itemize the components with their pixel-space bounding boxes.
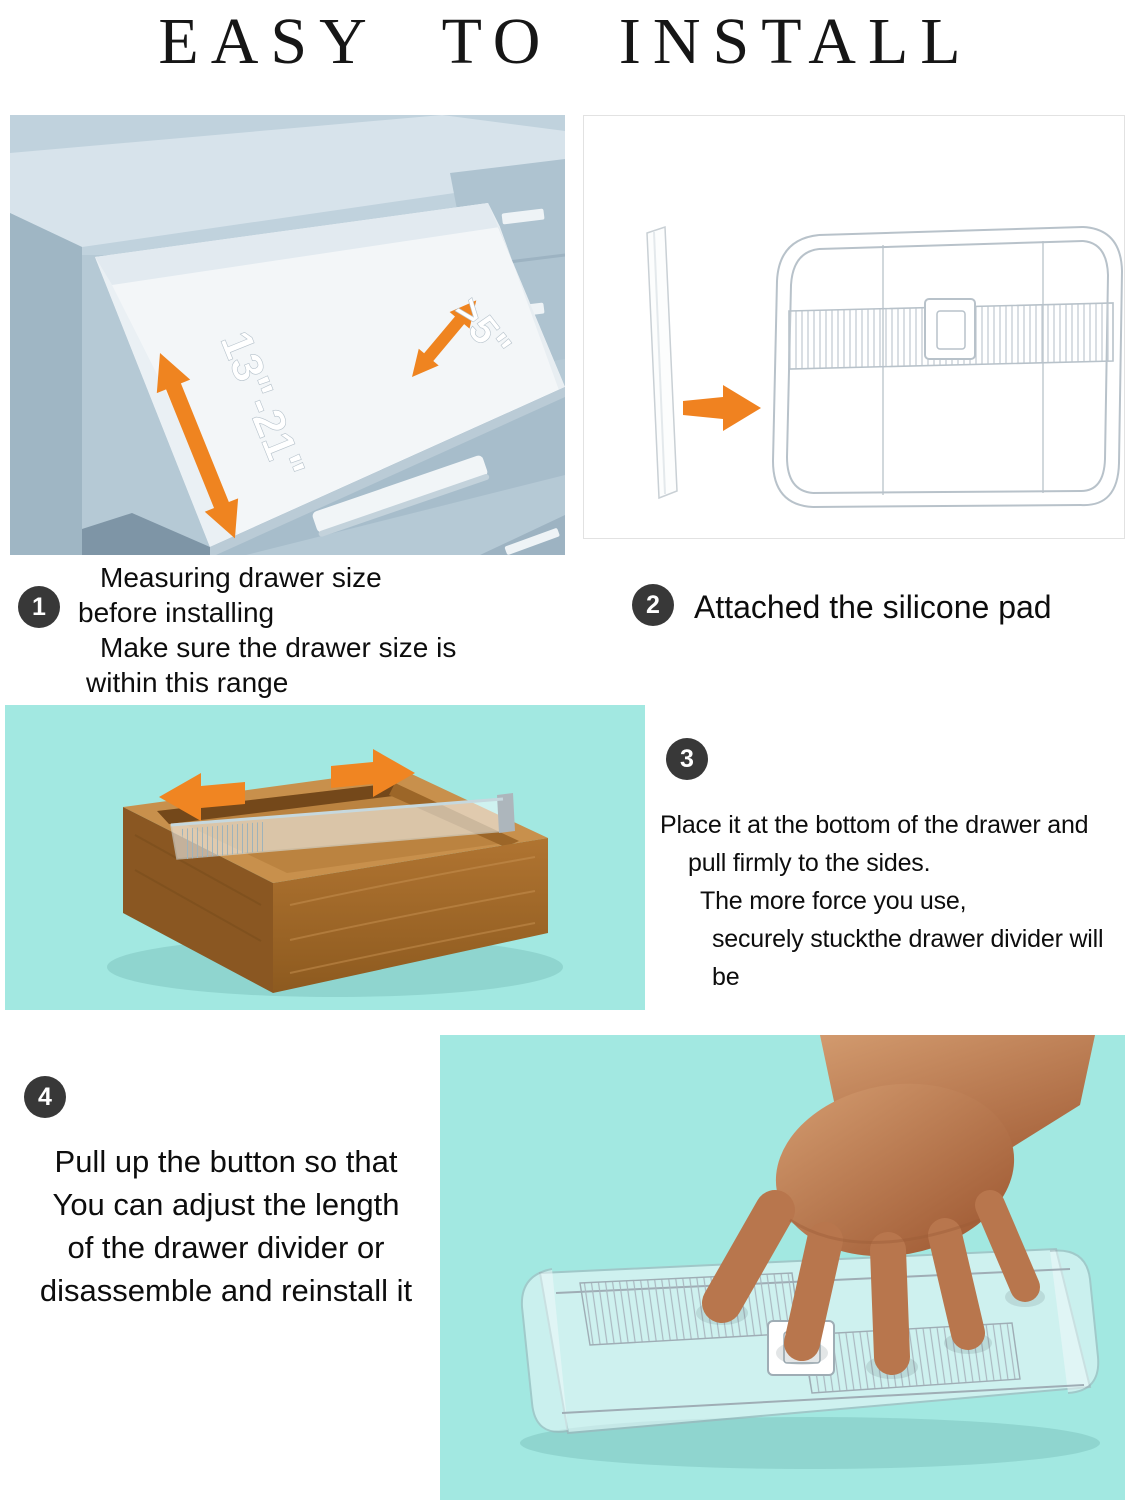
hand-art bbox=[440, 1035, 1125, 1500]
text-line: before installing bbox=[78, 597, 275, 628]
drawer-measure-photo: 13"-21" >5" bbox=[10, 115, 565, 555]
insert-arrow bbox=[683, 385, 761, 431]
step-3-number: 3 bbox=[666, 738, 708, 780]
latch-button bbox=[924, 298, 976, 360]
text-line: of the drawer divider or bbox=[67, 1230, 385, 1265]
pull-right-arrow bbox=[331, 749, 415, 797]
step-4-number: 4 bbox=[24, 1076, 66, 1118]
silicone-pad bbox=[646, 225, 678, 500]
height-arrow bbox=[412, 300, 477, 377]
step-3-text: Place it at the bottom of the drawer and… bbox=[660, 806, 1130, 996]
step-2-number: 2 bbox=[632, 584, 674, 626]
step-1-text: Measuring drawer size before installing … bbox=[78, 560, 456, 700]
wood-drawer-art bbox=[5, 705, 645, 1010]
pull-left-arrow bbox=[159, 773, 245, 821]
hand-adjust-illustration bbox=[440, 1035, 1125, 1500]
text-line: Place it at the bottom of the drawer and bbox=[660, 811, 1089, 839]
drawer-photo-art: 13"-21" >5" bbox=[10, 115, 565, 555]
text-line: disassemble and reinstall it bbox=[39, 1273, 413, 1308]
wood-drawer-illustration bbox=[5, 705, 645, 1010]
divider-drawing bbox=[771, 226, 1124, 508]
text-line: pull firmly to the sides. bbox=[688, 849, 931, 877]
step-4-text: Pull up the button so that You can adjus… bbox=[10, 1140, 442, 1312]
text-line: Make sure the drawer size is bbox=[100, 632, 457, 663]
silicone-pad-illustration bbox=[583, 115, 1125, 539]
divider-panel bbox=[170, 793, 515, 860]
depth-arrow bbox=[156, 353, 239, 539]
hand bbox=[702, 1035, 1095, 1375]
text-line: Measuring drawer size bbox=[100, 562, 382, 593]
step-1-number: 1 bbox=[18, 586, 60, 628]
page-title: EASY TO INSTALL bbox=[158, 5, 973, 78]
text-line: The more force you use, bbox=[700, 887, 967, 915]
text-line: within this range bbox=[86, 667, 289, 698]
text-line: You can adjust the length bbox=[52, 1187, 400, 1222]
step-2-text: Attached the silicone pad bbox=[694, 589, 1052, 625]
text-line: securely stuckthe drawer divider will be bbox=[712, 925, 1104, 991]
text-line: Pull up the button so that bbox=[54, 1144, 398, 1179]
silicone-pad-art bbox=[583, 115, 1125, 539]
